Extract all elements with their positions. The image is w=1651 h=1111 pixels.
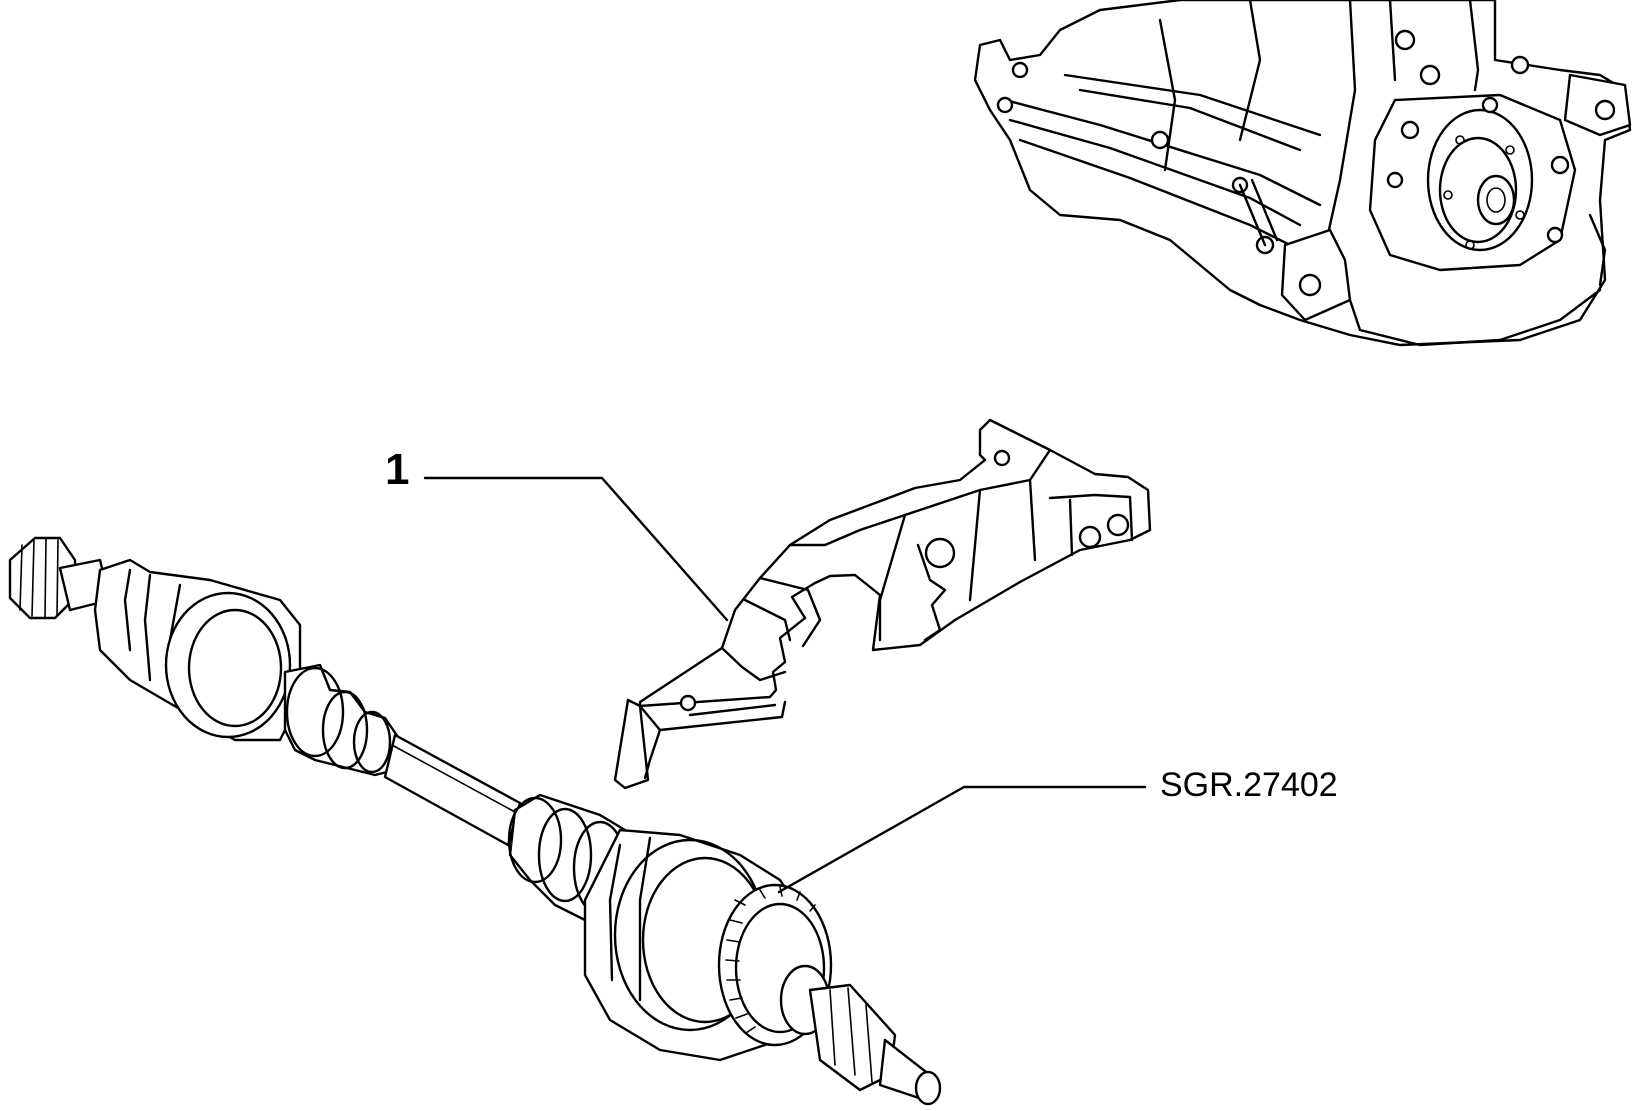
callout-part-1: 1 (385, 445, 729, 622)
callout-number: 1 (385, 445, 409, 494)
reference-leader-line (777, 785, 1147, 894)
reference-code: SGR.27402 (1160, 766, 1338, 804)
callout-leader-line (423, 476, 729, 622)
drive-shaft (8, 536, 942, 1106)
reference-code-callout: SGR.27402 (777, 766, 1338, 894)
mounting-bracket (613, 418, 1152, 790)
engine-block (973, 0, 1632, 347)
